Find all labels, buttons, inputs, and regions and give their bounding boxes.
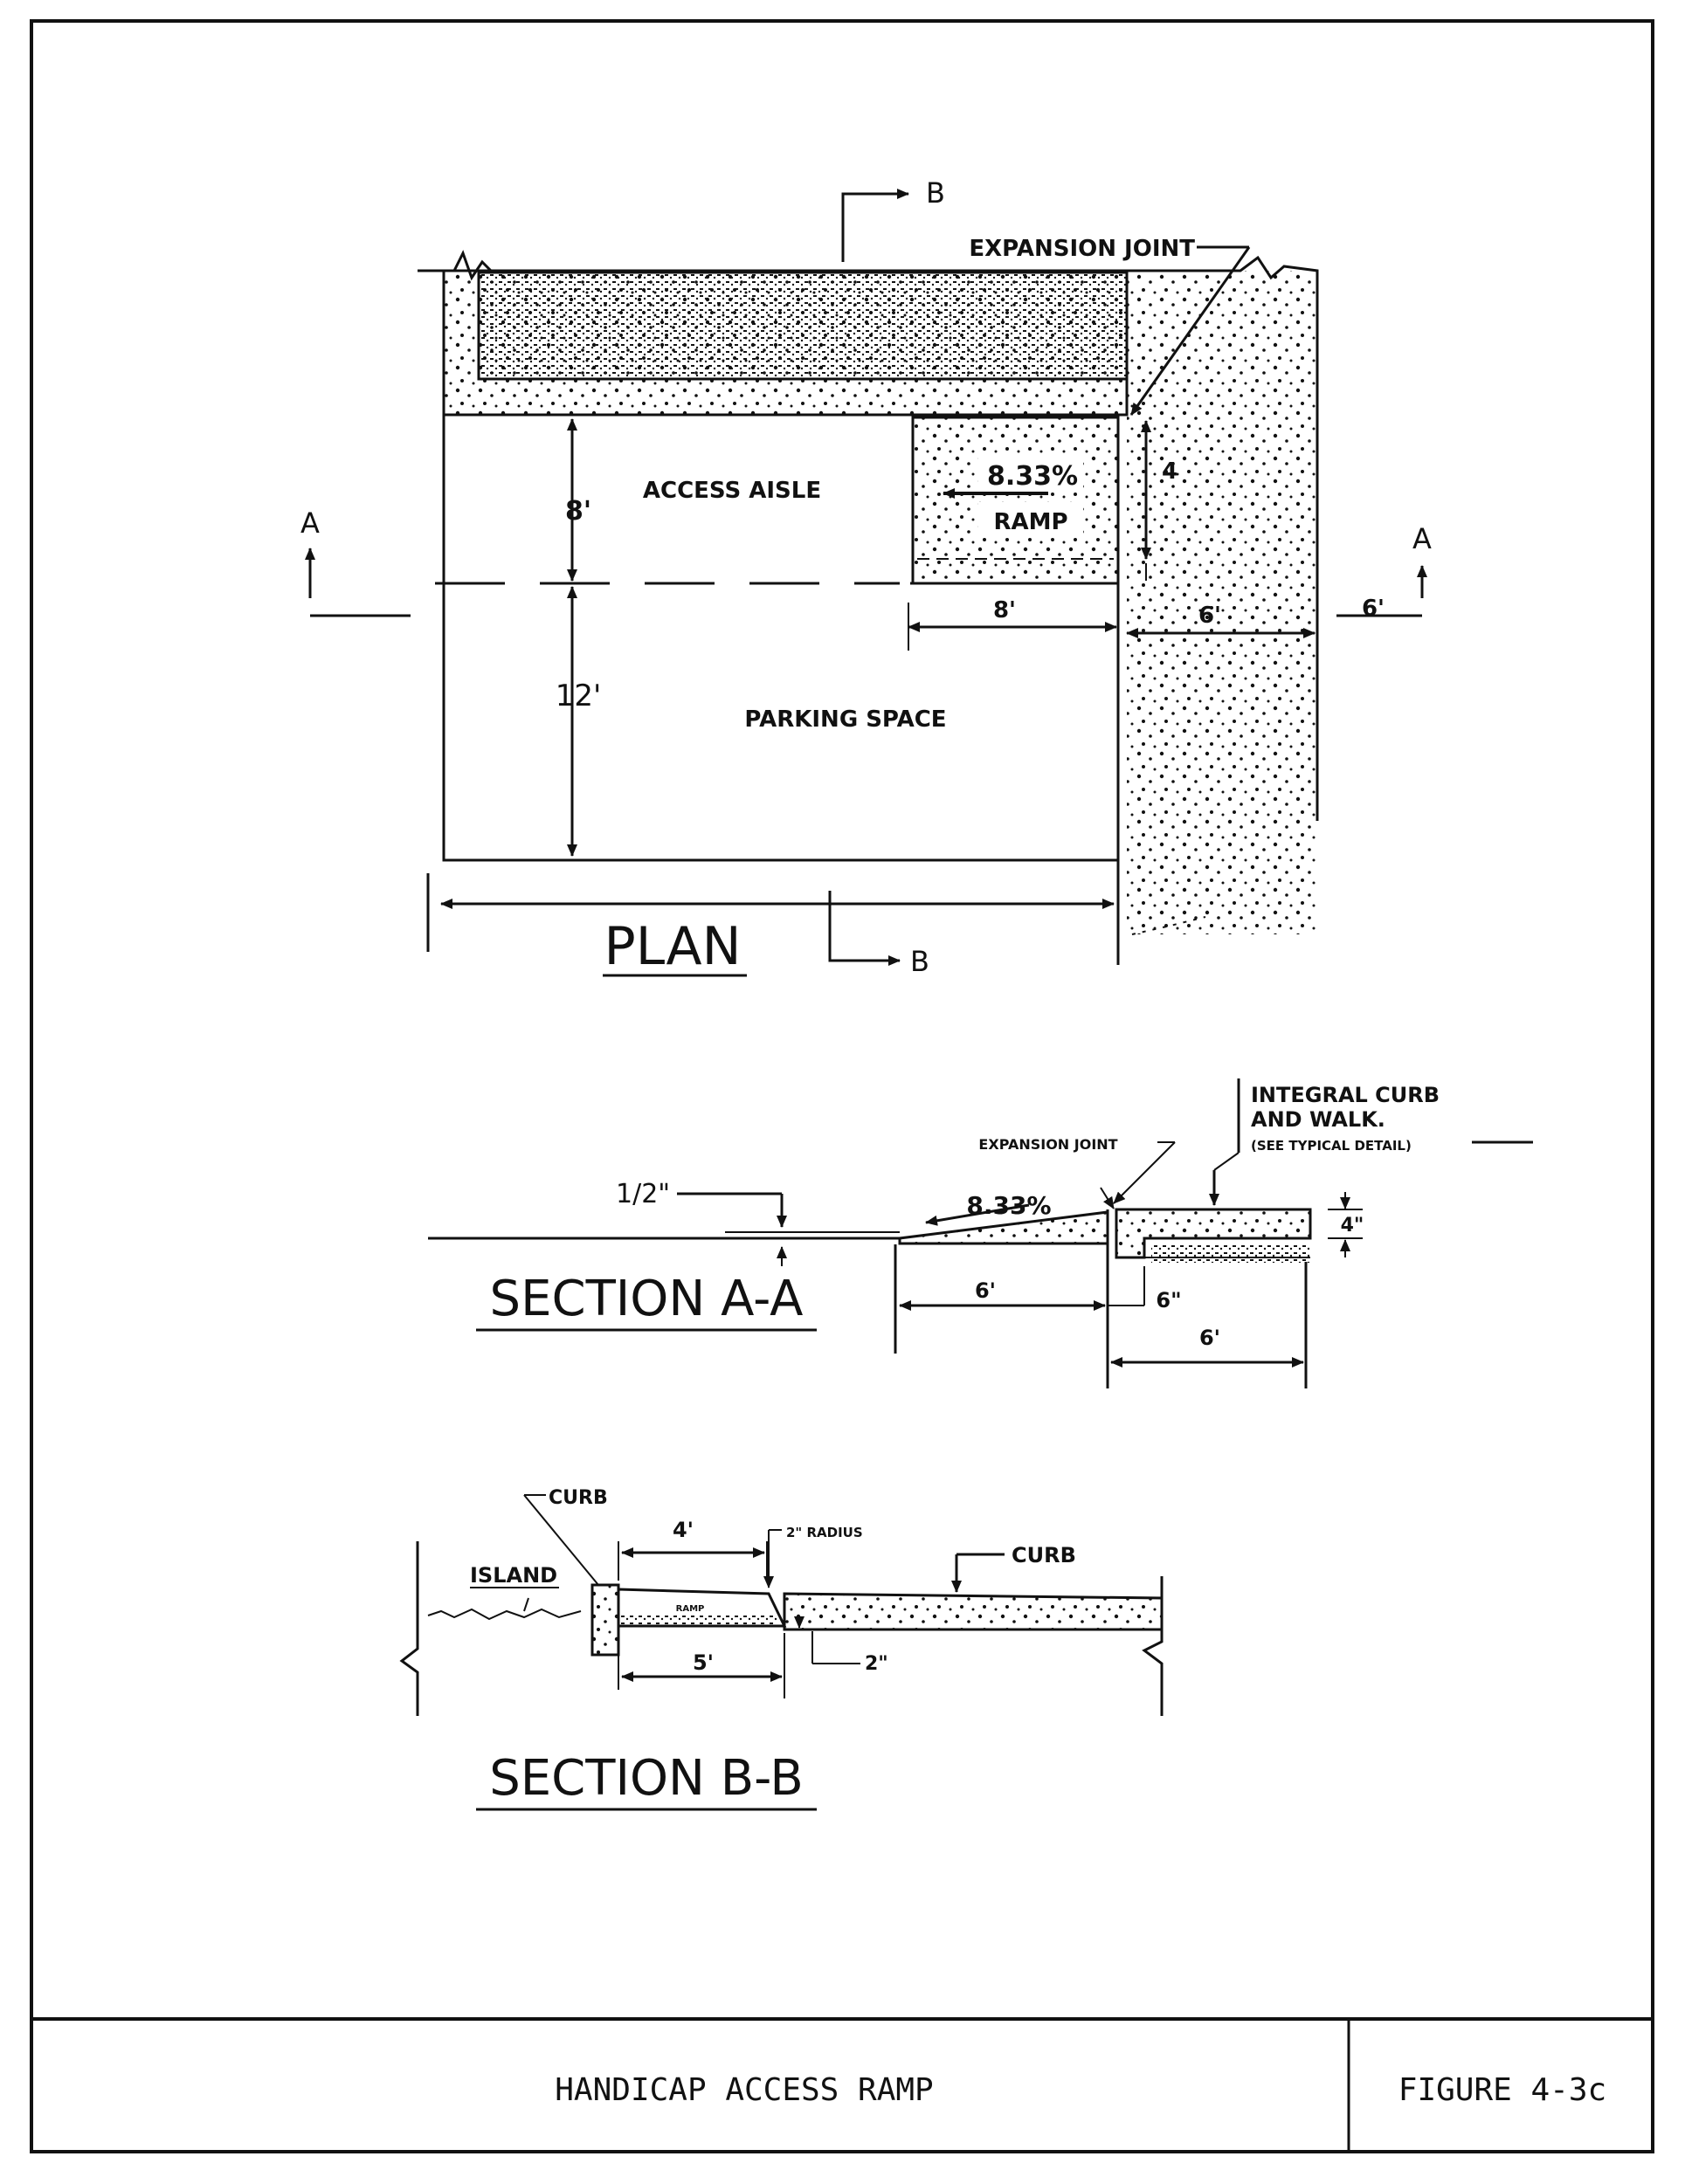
plan-view: EXPANSION JOINT 8.33% RAMP ACCESS AISLE … — [300, 176, 1432, 978]
section-aa-integral-curb-line3: (SEE TYPICAL DETAIL) — [1251, 1138, 1412, 1154]
section-bb-curb-left: CURB — [549, 1487, 608, 1509]
section-aa-title: SECTION A-A — [490, 1271, 804, 1327]
section-bb-ramp: RAMP — [676, 1604, 705, 1614]
plan-slope-label: 8.33% — [987, 461, 1078, 492]
plan-dim-8-vertical: 8' — [565, 496, 591, 527]
section-aa — [428, 1078, 1533, 1388]
title-block-figure: FIGURE 4-3c — [1398, 2072, 1606, 2108]
section-bb-dim-4: 4' — [673, 1518, 694, 1542]
section-aa-expansion-joint: EXPANSION JOINT — [978, 1136, 1117, 1153]
plan-ramp — [911, 416, 1120, 585]
section-aa-integral-curb-line1: INTEGRAL CURB — [1251, 1083, 1440, 1107]
section-bb-curb-right: CURB — [1012, 1543, 1076, 1567]
plan-section-marker-a-right: A — [1412, 522, 1432, 555]
section-aa-integral-curb-line2: AND WALK. — [1251, 1107, 1385, 1132]
plan-parking-space-label: PARKING SPACE — [744, 706, 946, 733]
section-bb-dim-5: 5' — [693, 1650, 714, 1675]
section-bb-radius: 2" RADIUS — [786, 1525, 863, 1540]
plan-dim-6-outer: 6' — [1362, 596, 1385, 622]
plan-dimensions — [440, 418, 1316, 909]
plan-section-marker-b-bottom: B — [910, 945, 929, 978]
plan-section-marker-a-left: A — [300, 506, 320, 540]
section-bb-title: SECTION B-B — [489, 1750, 804, 1807]
section-aa-dim-6ft-walk: 6' — [1199, 1326, 1220, 1350]
section-aa-dim-6ft-ramp: 6' — [975, 1278, 996, 1303]
section-bb-island: ISLAND — [470, 1563, 557, 1588]
section-bb — [399, 1494, 1164, 1716]
title-block-title: HANDICAP ACCESS RAMP — [555, 2072, 933, 2108]
plan-dim-12: 12' — [556, 679, 602, 713]
plan-ramp-label: RAMP — [993, 509, 1067, 535]
section-aa-dim-6in: 6" — [1156, 1288, 1181, 1312]
plan-dim-6-inner: 6' — [1198, 603, 1221, 629]
section-aa-dim-4in: 4" — [1341, 1215, 1364, 1237]
plan-access-aisle-label: ACCESS AISLE — [643, 478, 821, 504]
plan-dim-4: 4 — [1162, 458, 1177, 485]
sheet-border — [30, 19, 1654, 2153]
section-bb-dim-2in: 2" — [865, 1653, 888, 1675]
right-sidewalk — [1116, 255, 1319, 965]
curb-strip — [418, 250, 1129, 417]
section-aa-slope: 8.33% — [966, 1191, 1051, 1220]
plan-expansion-joint-label: EXPANSION JOINT — [969, 236, 1195, 262]
plan-section-marker-b-top: B — [926, 176, 945, 210]
plan-dim-8-horizontal: 8' — [993, 597, 1016, 624]
section-aa-half-inch: 1/2" — [616, 1179, 670, 1209]
plan-title: PLAN — [604, 916, 742, 977]
